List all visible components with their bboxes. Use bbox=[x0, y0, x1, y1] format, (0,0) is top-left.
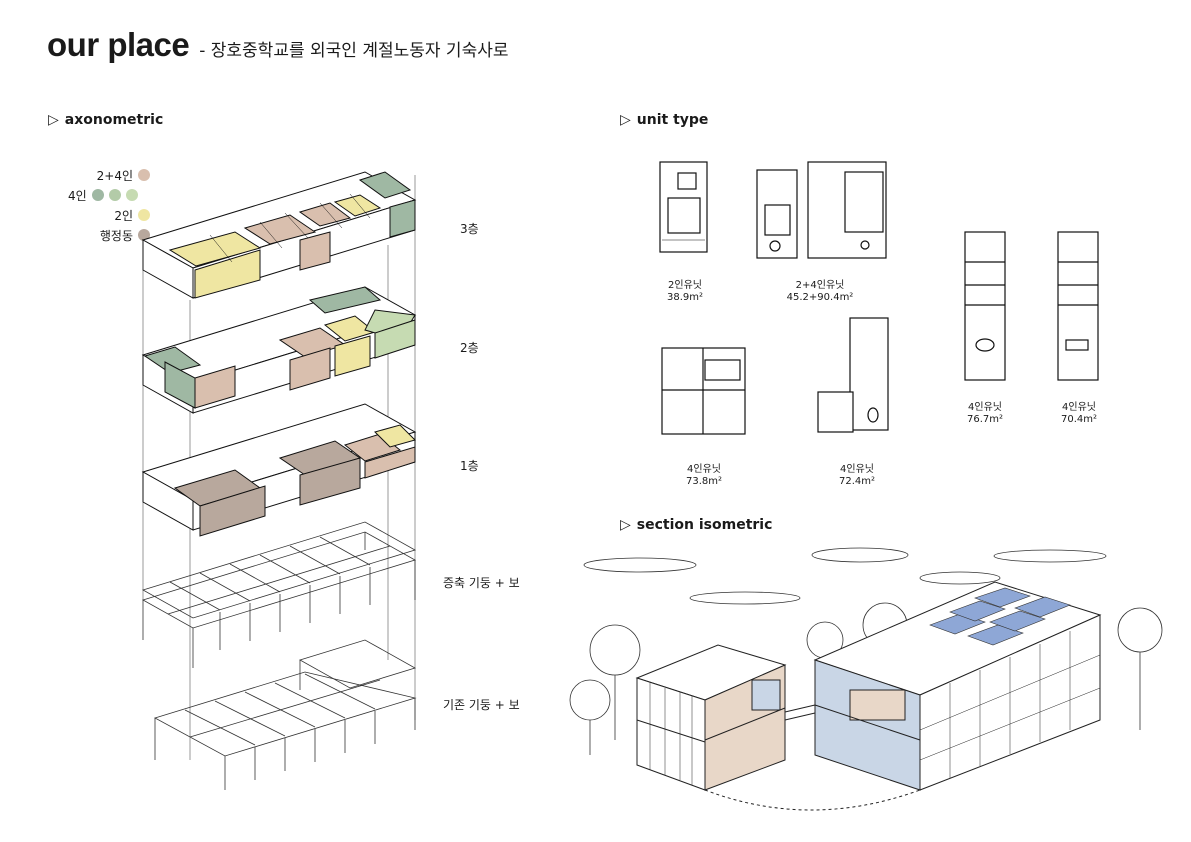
legend-item: 2인 bbox=[40, 205, 150, 225]
floor-label-old-structure: 기존 기둥 + 보 bbox=[443, 698, 520, 712]
section-isometric: ▷ section isometric bbox=[620, 517, 772, 533]
section-unit-type-label: unit type bbox=[636, 112, 709, 128]
unit-plan-4c bbox=[964, 231, 1006, 381]
page-title: our place - 장호중학교를 외국인 계절노동자 기숙사로 bbox=[47, 26, 509, 64]
legend-swatch bbox=[125, 189, 138, 201]
floor-label-new-structure: 증축 기둥 + 보 bbox=[443, 576, 520, 590]
legend-item: 2+4인 bbox=[40, 165, 150, 185]
legend-swatch bbox=[138, 209, 150, 221]
unit-plan-4d bbox=[1057, 231, 1099, 381]
left-building bbox=[635, 644, 787, 791]
solar-panels bbox=[929, 587, 1071, 646]
legend-swatch bbox=[138, 169, 150, 181]
unit-plan-2 bbox=[659, 161, 708, 253]
legend-swatch bbox=[91, 189, 104, 201]
triangle-icon: ▷ bbox=[48, 112, 59, 128]
right-building bbox=[813, 581, 1102, 791]
legend: 2+4인 4인 2인 행정동 bbox=[40, 165, 190, 245]
legend-label: 2+4인 bbox=[96, 168, 133, 183]
title-subtitle: - 장호중학교를 외국인 계절노동자 기숙사로 bbox=[199, 41, 509, 61]
triangle-icon: ▷ bbox=[620, 517, 631, 533]
title-main: our place bbox=[47, 26, 190, 63]
legend-label: 2인 bbox=[114, 208, 133, 223]
old-structure-frame bbox=[153, 639, 417, 790]
triangle-icon: ▷ bbox=[620, 112, 631, 128]
trees bbox=[569, 602, 1163, 755]
floor-label-1: 1층 bbox=[460, 459, 479, 473]
floor-label-2: 2층 bbox=[460, 341, 479, 355]
unit-plan-4b bbox=[817, 317, 889, 433]
section-axonometric: ▷ axonometric bbox=[48, 112, 163, 128]
clouds bbox=[583, 547, 1107, 605]
floor-label-3: 3층 bbox=[460, 222, 479, 236]
legend-label: 4인 bbox=[68, 188, 87, 203]
section-unit-type: ▷ unit type bbox=[620, 112, 708, 128]
legend-swatch bbox=[138, 229, 150, 241]
new-structure-frame bbox=[141, 521, 417, 668]
floor-1-plan bbox=[141, 403, 417, 537]
unit-plan-2-4 bbox=[756, 161, 887, 259]
legend-label: 행정동 bbox=[99, 228, 133, 243]
alignment-lines bbox=[142, 175, 416, 760]
connector bbox=[704, 704, 921, 811]
legend-item: 행정동 bbox=[40, 225, 150, 245]
section-axonometric-label: axonometric bbox=[64, 112, 164, 128]
section-isometric-label: section isometric bbox=[636, 517, 773, 533]
legend-swatch bbox=[108, 189, 121, 201]
floor-2-plan bbox=[141, 286, 417, 414]
legend-item: 4인 bbox=[40, 185, 190, 205]
unit-plan-4a bbox=[661, 347, 746, 435]
